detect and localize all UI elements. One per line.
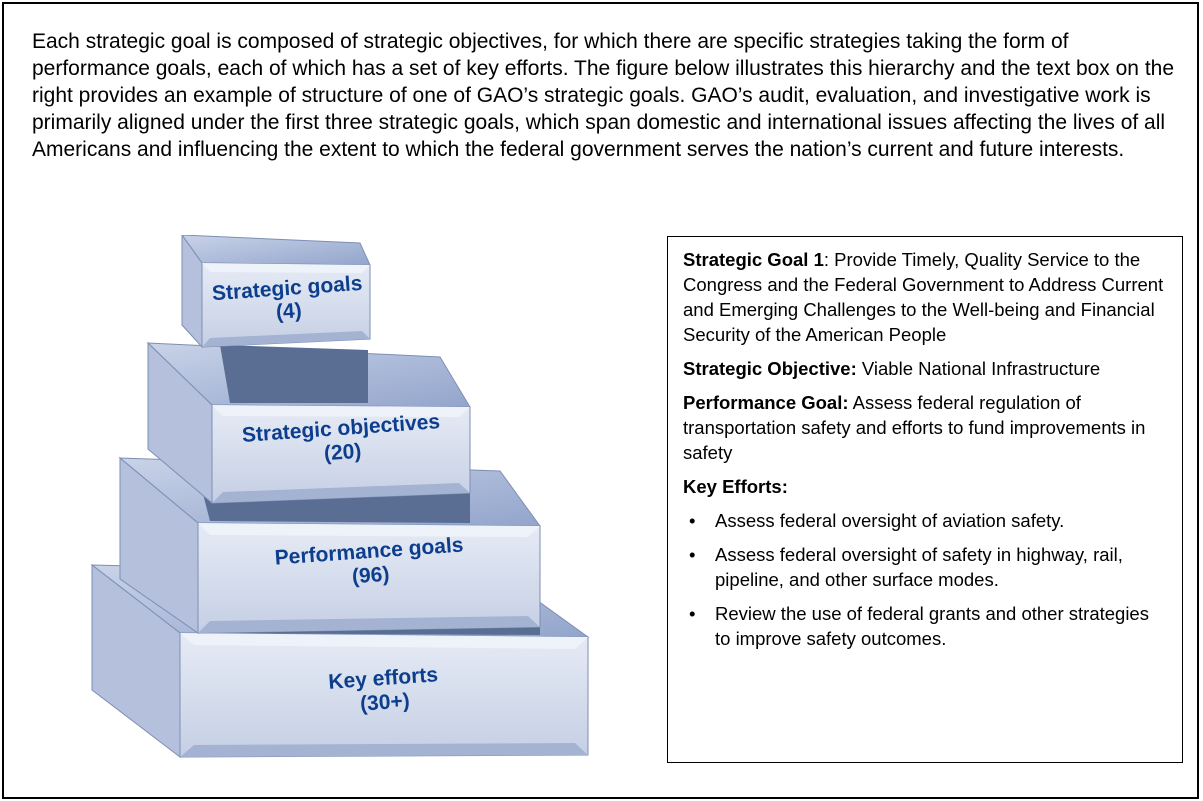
level-3-count: (96) — [351, 563, 390, 589]
hierarchy-pyramid: Strategic goals (4) Strategic objectives… — [90, 235, 590, 759]
key-effort-text: Assess federal oversight of aviation saf… — [715, 510, 1065, 531]
level-1-shadow — [220, 345, 368, 403]
example-text-box: Strategic Goal 1: Provide Timely, Qualit… — [667, 236, 1183, 763]
key-effort-text: Review the use of federal grants and oth… — [715, 603, 1149, 649]
strategic-goal-label: Strategic Goal 1 — [683, 249, 824, 270]
bullet-icon: • — [689, 510, 696, 531]
key-efforts-list: • Assess federal oversight of aviation sa… — [683, 508, 1164, 651]
performance-goal-text: Assess federal regulation of transportat… — [683, 392, 1146, 463]
strategic-goal-entry: Strategic Goal 1: Provide Timely, Qualit… — [683, 247, 1164, 347]
bullet-icon: • — [689, 603, 696, 624]
intro-paragraph: Each strategic goal is composed of strat… — [32, 30, 1175, 161]
key-efforts-label: Key Efforts: — [683, 476, 788, 497]
level-2-count: (20) — [323, 440, 362, 466]
bullet-icon: • — [689, 544, 696, 565]
performance-goal-entry: Performance Goal: Assess federal regulat… — [683, 390, 1164, 465]
list-item: • Assess federal oversight of aviation sa… — [683, 508, 1164, 533]
strategic-objective-text: Viable National Infrastructure — [856, 358, 1101, 379]
level-strategic-goals — [181, 235, 371, 349]
strategic-objective-entry: Strategic Objective: Viable National Inf… — [683, 356, 1164, 381]
strategic-objective-label: Strategic Objective: — [683, 358, 857, 379]
performance-goal-label: Performance Goal: — [683, 392, 849, 413]
list-item: • Assess federal oversight of safety in h… — [683, 542, 1164, 592]
level-1-count: (4) — [275, 299, 302, 324]
key-effort-text: Assess federal oversight of safety in hi… — [715, 544, 1123, 590]
key-efforts-heading: Key Efforts: — [683, 474, 1164, 499]
list-item: • Review the use of federal grants and ot… — [683, 601, 1164, 651]
level-4-count: (30+) — [359, 689, 410, 715]
strategic-goal-text: : Provide Timely, Quality Service to the… — [683, 249, 1164, 345]
